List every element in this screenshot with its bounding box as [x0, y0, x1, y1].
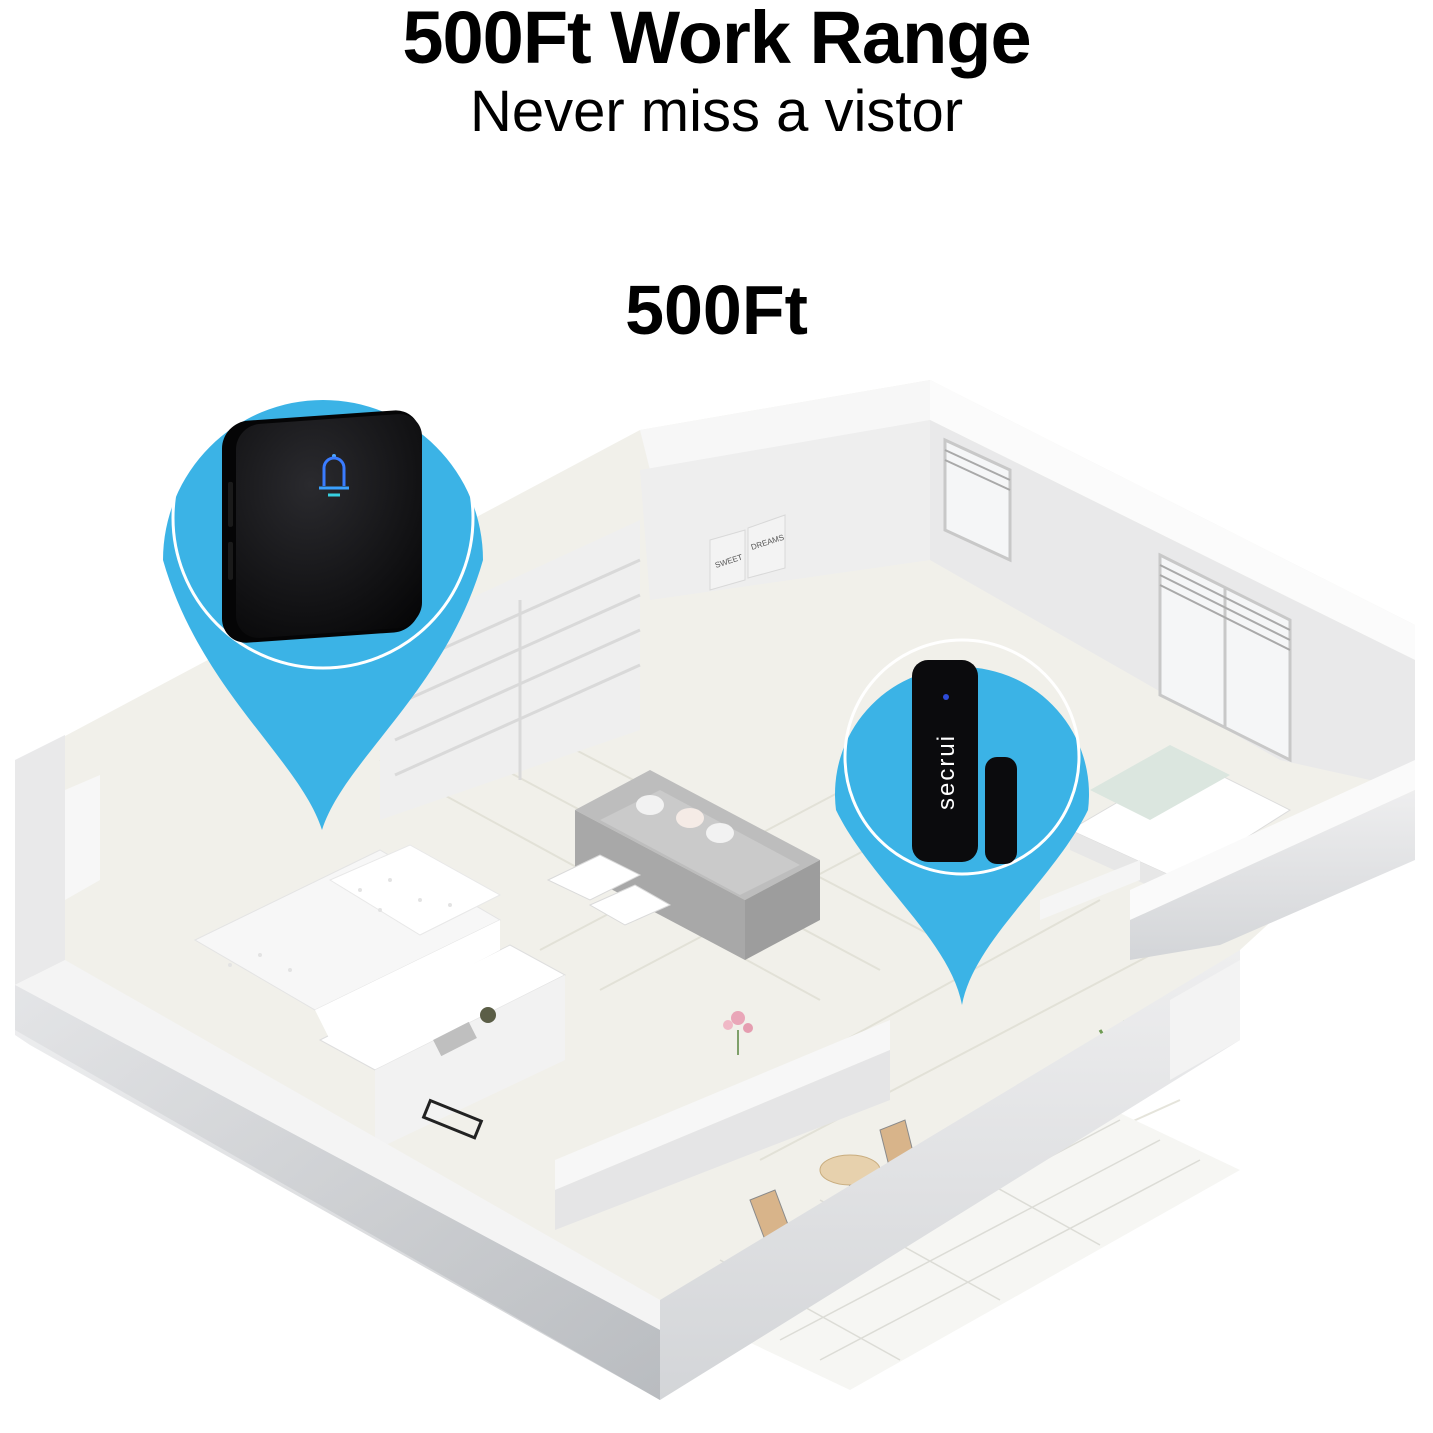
receiver-device: [222, 410, 422, 643]
bell-icon: [319, 454, 349, 497]
headline-title: 500Ft Work Range: [402, 0, 1031, 79]
pin-sensor[interactable]: [835, 638, 1089, 1005]
coffee-table: [546, 854, 672, 926]
window-blinds: [944, 449, 1291, 651]
wall-art: SWEET DREAMS: [709, 514, 786, 591]
door-sensor-device: [912, 660, 1017, 864]
front-walls: [15, 735, 1415, 1400]
kitchen: [318, 944, 567, 1150]
sensor-brand-label: secrui: [933, 733, 960, 810]
cooktop: [421, 1098, 484, 1140]
pin-receiver[interactable]: [162, 366, 483, 830]
sofa: [575, 770, 820, 960]
range-label: 500Ft: [625, 271, 808, 349]
window-bedroom: [943, 437, 1292, 763]
headline-subtitle: Never miss a vistor: [469, 79, 964, 144]
dining-area: [723, 1011, 753, 1055]
